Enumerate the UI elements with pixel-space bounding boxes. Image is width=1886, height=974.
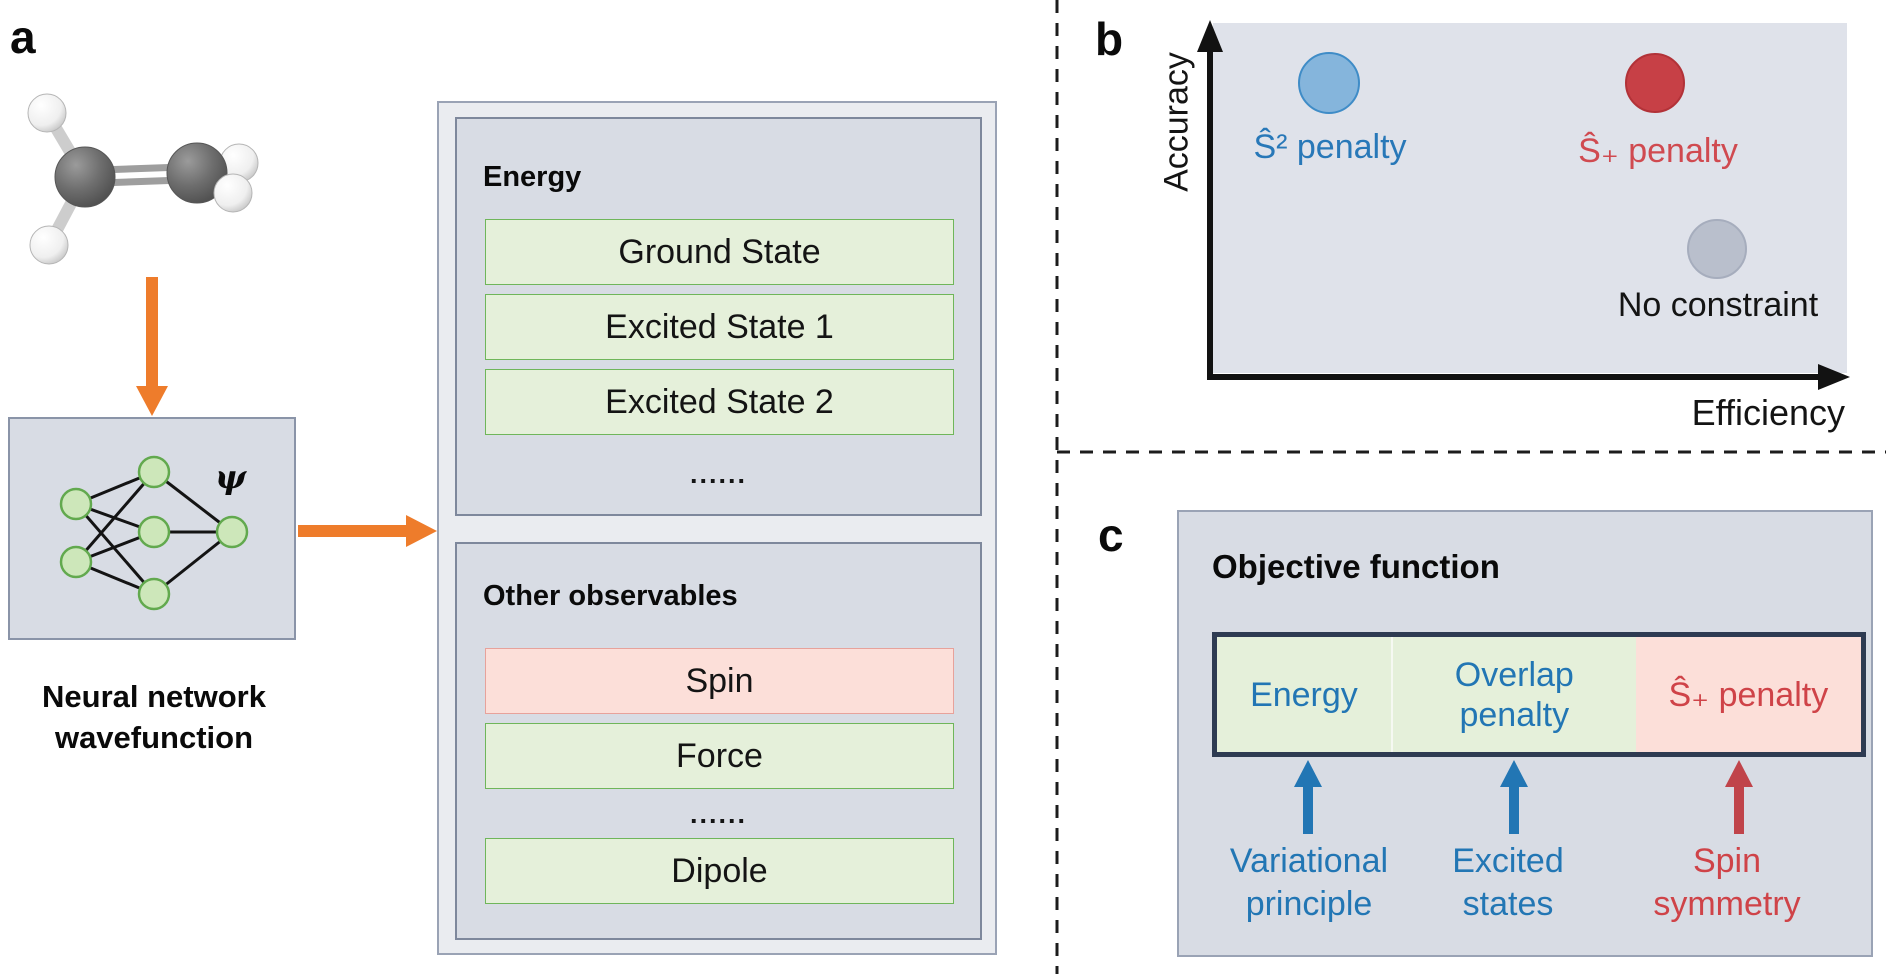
hydrogen-atom-front (213, 173, 253, 213)
nn-wavefunction-caption: Neural network wavefunction (8, 676, 300, 758)
psi-symbol: ψ (215, 457, 247, 496)
molecule-illustration (27, 93, 259, 265)
objective-function-title: Objective function (1212, 548, 1500, 585)
energy-row-ground-state: Ground State (485, 219, 954, 285)
annotation-spin-symmetry: Spin symmetry (1617, 840, 1837, 926)
observable-row-spin: Spin (485, 648, 954, 714)
segment-energy: Energy (1217, 637, 1393, 752)
segment-overlap-penalty: Overlap penalty (1392, 637, 1636, 752)
excited-states-arrow (1500, 760, 1528, 834)
nn-nodes (59, 455, 249, 611)
outputs-container: Energy Ground State Excited State 1 Exci… (437, 101, 997, 955)
energy-ellipsis: ...... (689, 459, 747, 489)
right-arrow (298, 515, 437, 547)
energy-row-excited-state-1: Excited State 1 (485, 294, 954, 360)
neural-network-box: ψ (8, 417, 296, 640)
neural-network-diagram (59, 455, 249, 611)
down-arrow (136, 277, 168, 416)
observable-row-force: Force (485, 723, 954, 789)
no-constraint-dot (1687, 219, 1747, 279)
objective-function-bar: Energy Overlap penalty Ŝ₊ penalty (1212, 632, 1866, 757)
x-axis-arrowhead (1818, 364, 1850, 390)
variational-principle-arrow (1294, 760, 1322, 834)
segment-s-plus-penalty: Ŝ₊ penalty (1635, 637, 1861, 752)
spin-symmetry-arrow (1725, 760, 1753, 834)
annotation-line: symmetry (1653, 885, 1801, 923)
plot-axes (1197, 20, 1850, 390)
y-axis-arrowhead (1197, 20, 1223, 52)
caption-line-2: wavefunction (54, 720, 254, 755)
annotation-line: Spin (1692, 842, 1762, 880)
observables-box: Other observables Spin Force ...... Dipo… (455, 542, 982, 940)
annotation-line: principle (1245, 885, 1373, 923)
s-plus-penalty-dot (1625, 53, 1685, 113)
energy-row-excited-state-2: Excited State 2 (485, 369, 954, 435)
x-axis-label: Efficiency (1691, 392, 1845, 433)
s-plus-penalty-label: Ŝ₊ penalty (1578, 132, 1738, 170)
annotation-line: Variational (1229, 842, 1389, 880)
panel-a-label: a (10, 11, 36, 63)
annotation-variational-principle: Variational principle (1199, 840, 1419, 926)
panel-b-label: b (1095, 13, 1124, 65)
no-constraint-label: No constraint (1617, 286, 1819, 324)
y-axis-label: Accuracy (1157, 52, 1196, 192)
energy-title: Energy (483, 161, 582, 193)
observables-ellipsis: ...... (689, 799, 747, 829)
caption-line-1: Neural network (42, 679, 266, 714)
annotation-line: Excited (1452, 842, 1564, 880)
s2-penalty-dot (1298, 52, 1360, 114)
energy-box: Energy Ground State Excited State 1 Exci… (455, 117, 982, 516)
panel-c-label: c (1098, 509, 1124, 561)
annotation-line: states (1462, 885, 1554, 923)
carbon-atoms (54, 142, 228, 208)
s2-penalty-label: Ŝ² penalty (1253, 128, 1407, 166)
annotation-excited-states: Excited states (1408, 840, 1608, 926)
observables-title: Other observables (483, 580, 738, 612)
observable-row-dipole: Dipole (485, 838, 954, 904)
